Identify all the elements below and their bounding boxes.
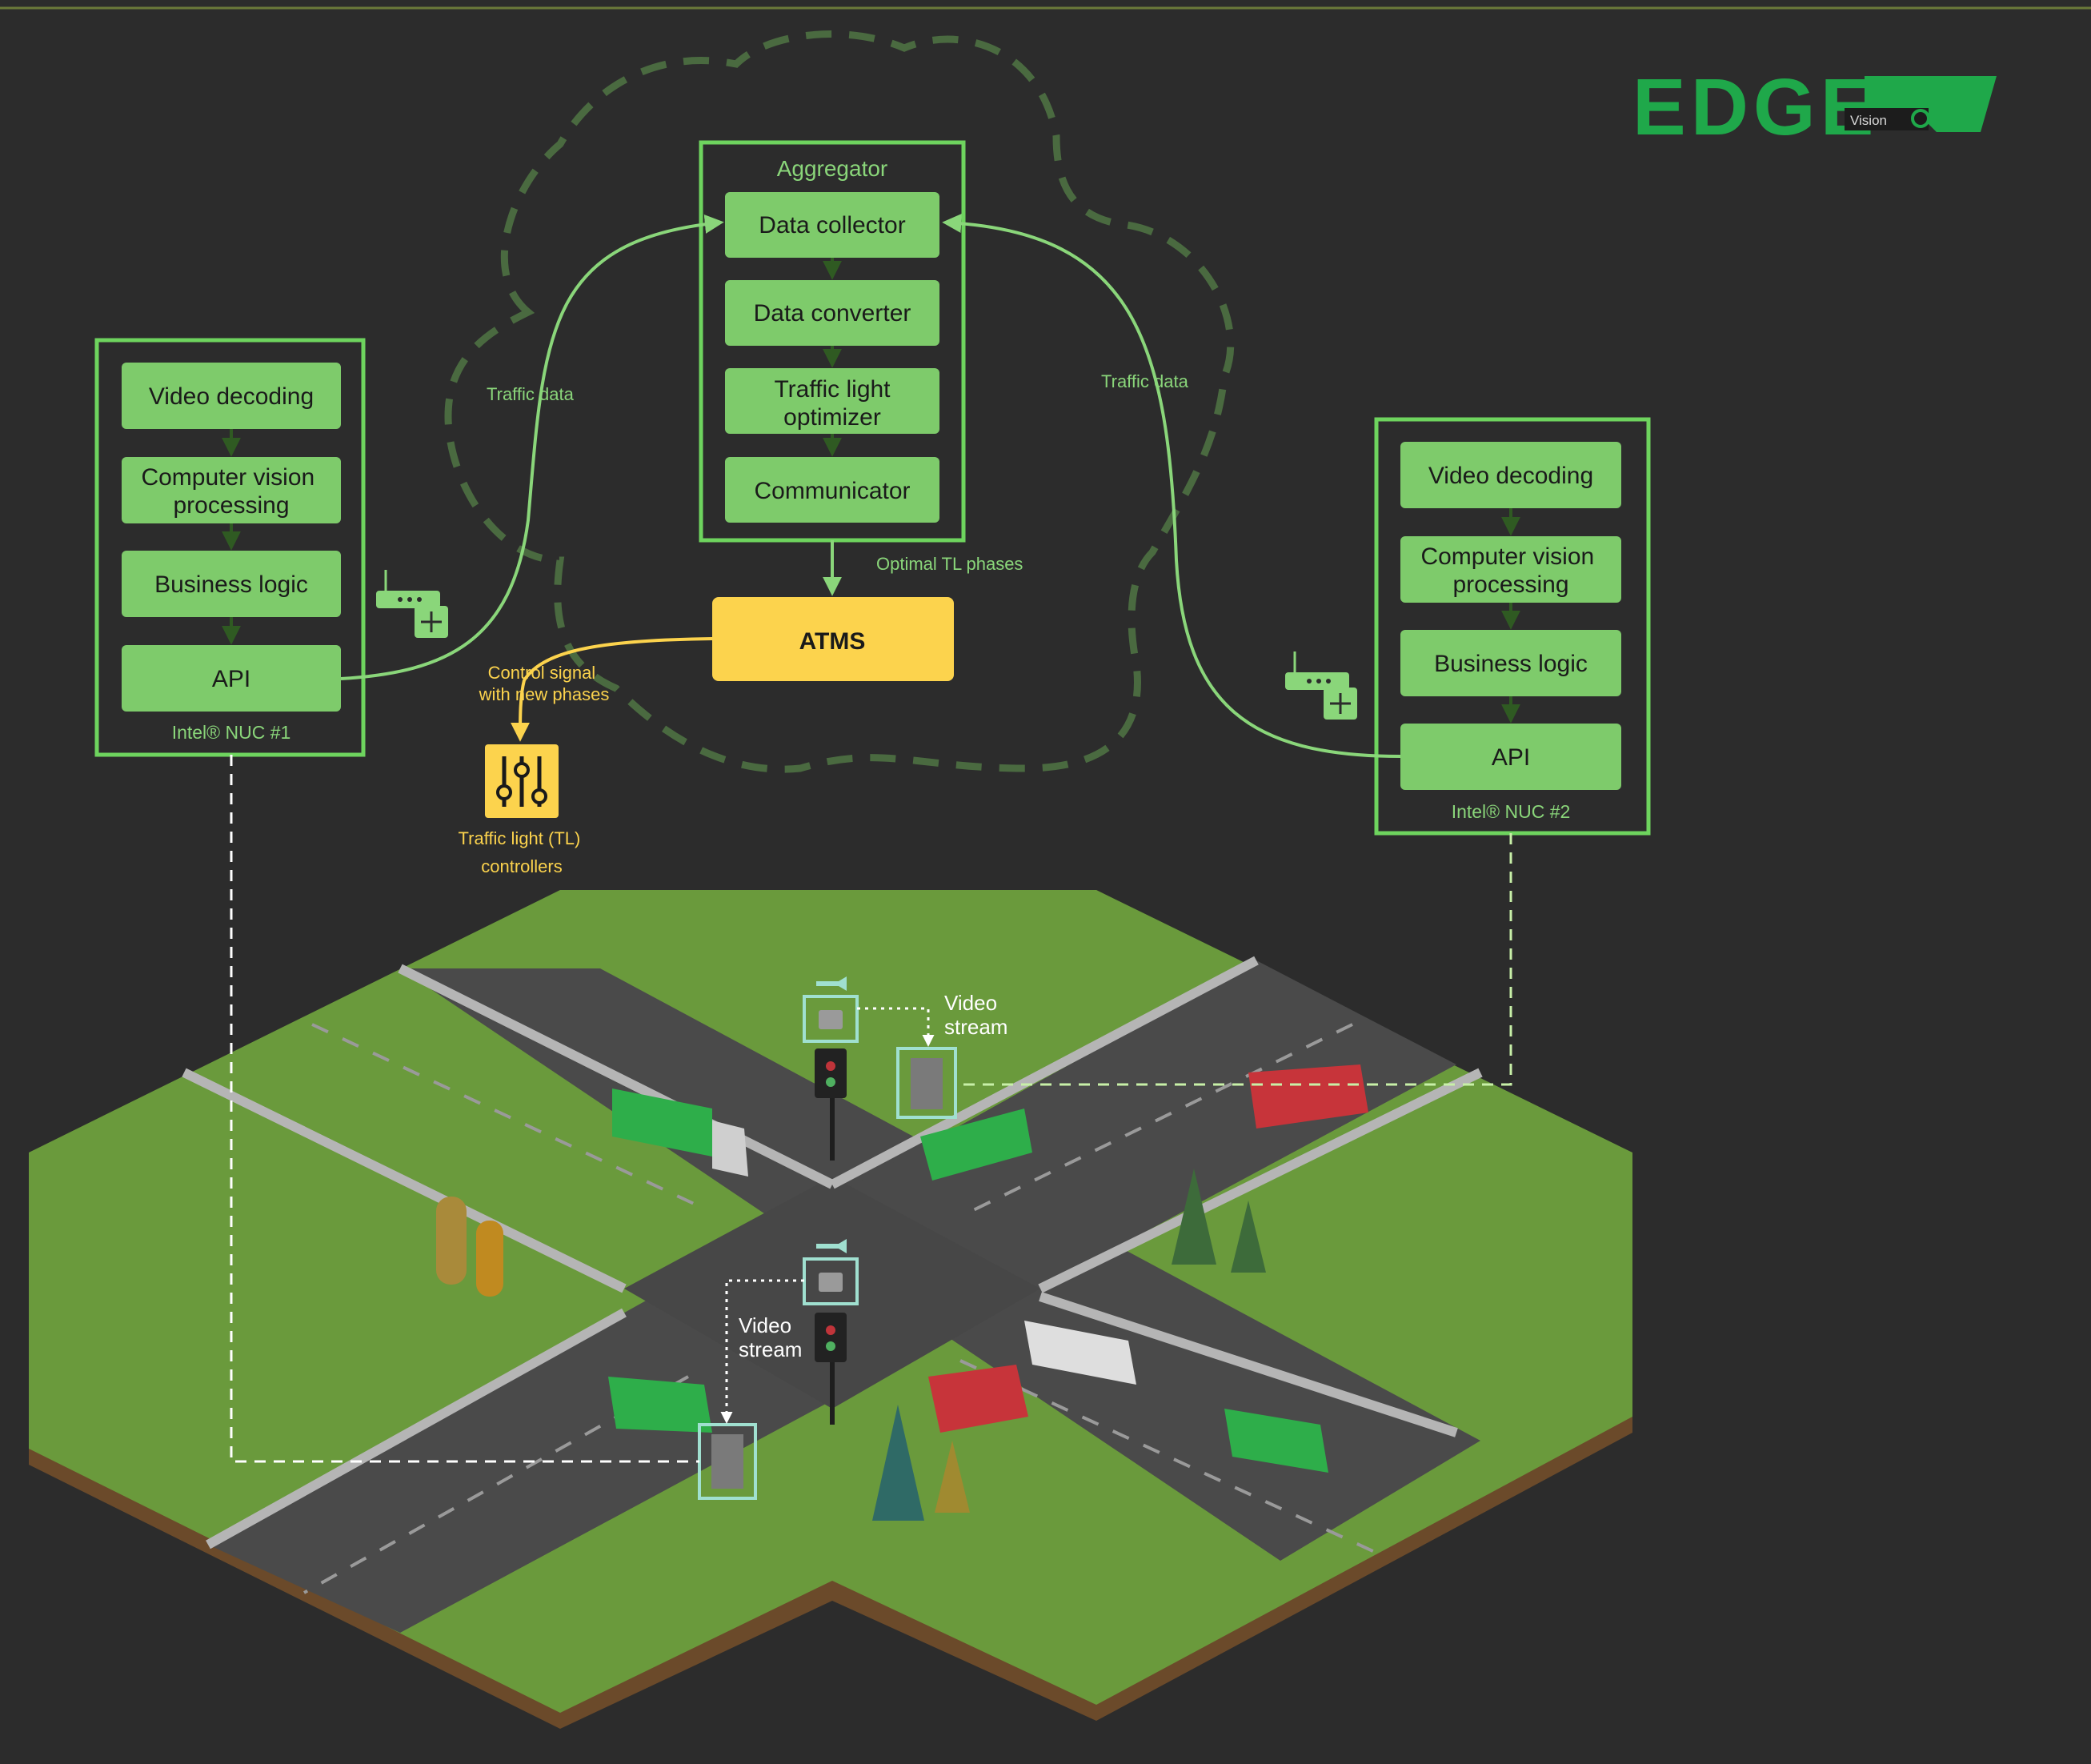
video-stream-top-label: Video stream xyxy=(944,991,1007,1039)
traffic-data-right-label: Traffic data xyxy=(1101,371,1189,391)
control-signal-arrow xyxy=(511,637,713,742)
data-collector-box xyxy=(725,192,939,258)
edge-device-top xyxy=(896,1047,957,1119)
video-stream-bottom-label: Video stream xyxy=(739,1313,802,1361)
atms-box xyxy=(712,597,954,681)
nuc2-api: API xyxy=(1492,744,1530,771)
tl-controllers-icon xyxy=(485,744,559,818)
car-red-bottom xyxy=(928,1365,1028,1433)
car-green-bottom-left xyxy=(608,1377,712,1433)
camera-bottom xyxy=(803,1239,859,1305)
optimal-tl-phases-label: Optimal TL phases xyxy=(876,554,1023,574)
atms-label: ATMS xyxy=(799,628,866,655)
truck-red xyxy=(1248,1064,1368,1129)
camera-logo-icon xyxy=(1865,76,1997,132)
nuc2-to-scene-link xyxy=(955,833,1512,1086)
logo-tagline: Vision xyxy=(1850,113,1887,128)
nuc2-label: Intel® NUC #2 xyxy=(1452,801,1571,822)
traffic-light-bottom xyxy=(815,1313,847,1425)
edge-device-bottom xyxy=(698,1423,757,1500)
data-collector-label: Data collector xyxy=(759,212,905,239)
aggregator-title: Aggregator xyxy=(777,156,888,181)
tree-group-left xyxy=(436,1197,503,1297)
logo-text: EDGE xyxy=(1632,62,1878,152)
traffic-data-left-label: Traffic data xyxy=(487,384,575,404)
nuc2-video-decoding: Video decoding xyxy=(1428,463,1593,489)
traffic-data-right-arrow xyxy=(942,213,1401,758)
tl-optimizer-box xyxy=(725,368,939,434)
camera-top xyxy=(803,976,859,1043)
cloud-boundary xyxy=(444,30,1235,773)
nuc2-panel: Video decoding Computer vision processin… xyxy=(1374,417,1651,836)
tree-group-bottom xyxy=(872,1405,970,1521)
data-converter-label: Data converter xyxy=(754,300,911,327)
nuc1-cv-processing: Computer vision processing xyxy=(141,464,321,519)
aggregator-panel: Aggregator Data collector Data converter… xyxy=(699,140,966,543)
nuc1-business-logic: Business logic xyxy=(154,571,308,598)
nuc2-cv-processing: Computer vision processing xyxy=(1420,543,1600,598)
video-stream-bottom-link xyxy=(720,1279,804,1424)
nuc2-business-logic: Business logic xyxy=(1434,651,1588,677)
router-icon-right xyxy=(1285,651,1357,720)
jeep-green-right xyxy=(1224,1409,1328,1473)
communicator-label: Communicator xyxy=(754,478,910,504)
nuc1-panel: Video decoding Computer vision processin… xyxy=(94,338,366,757)
truck-green xyxy=(612,1088,748,1177)
tl-controllers-label: Traffic light (TL) controllers xyxy=(459,828,586,876)
nuc1-api: API xyxy=(212,666,250,692)
tree-group-right xyxy=(1172,1169,1266,1273)
router-icon-left xyxy=(376,570,448,638)
communicator-box xyxy=(725,457,939,523)
nuc1-label: Intel® NUC #1 xyxy=(172,722,291,743)
nuc1-to-scene-link xyxy=(230,755,699,1463)
police-car xyxy=(1024,1321,1136,1385)
nuc2-border xyxy=(1374,417,1651,836)
car-green-top xyxy=(920,1109,1032,1181)
data-converter-box xyxy=(725,280,939,346)
control-signal-label: Control signal with new phases xyxy=(479,663,610,704)
traffic-data-left-arrow xyxy=(340,214,724,680)
intersection-scene: Video stream Video stream xyxy=(29,890,1632,1729)
traffic-light-top xyxy=(815,1048,847,1161)
nuc1-video-decoding: Video decoding xyxy=(149,383,314,410)
edge-vision-logo: EDGE Vision xyxy=(1632,62,1997,152)
